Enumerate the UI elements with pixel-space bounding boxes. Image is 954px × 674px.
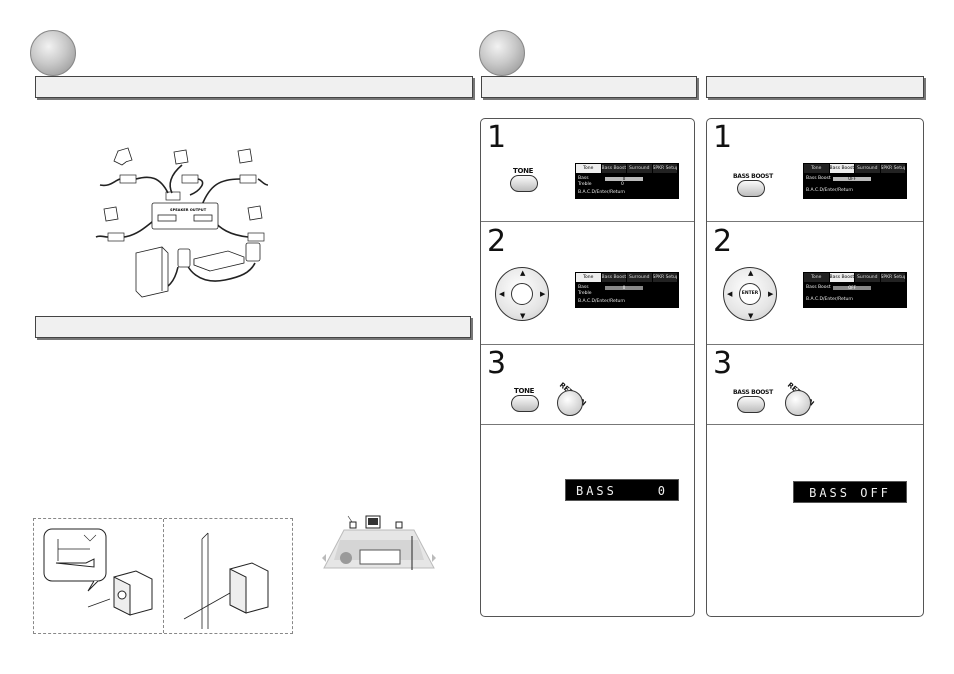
arrow-down-icon[interactable]: ▼ <box>748 312 754 320</box>
wall-mounting-illustration <box>33 518 293 634</box>
arrow-down-icon[interactable]: ▼ <box>520 312 526 320</box>
tone-button-label: TONE <box>514 387 535 395</box>
cursor-pad[interactable]: ▲ ▼ ◀ ▶ <box>495 267 549 321</box>
cursor-pad-center[interactable] <box>511 283 533 305</box>
front-display-bass: BASS 0 <box>565 479 679 501</box>
osd-tab-bass-boost: Bass Boost <box>829 164 855 173</box>
enter-button-label: ENTER <box>741 291 759 296</box>
section-circle-right <box>479 30 525 76</box>
osd-tab-spkr-setup: SPKR Setup <box>652 273 678 282</box>
speaker-front-left-icon <box>113 147 133 166</box>
speaker-output-panel <box>151 202 219 230</box>
osd-bass-value: 0 <box>605 177 643 181</box>
header-bar-tone <box>481 76 697 98</box>
tone-step-3-number: 3 <box>487 346 507 381</box>
bass-boost-steps-panel: 1 BASS BOOST Tone Bass Boost Surround SP… <box>706 118 924 617</box>
room-placement-illustration <box>322 515 436 570</box>
osd-footer: B.A.C.D/Enter/Return <box>578 190 626 195</box>
screw-and-speaker-drawing <box>43 528 269 629</box>
bass-boost-button[interactable] <box>737 180 765 197</box>
speaker-connection-diagram: SPEAKER OUTPUT <box>95 147 269 298</box>
tone-step-1-number: 1 <box>487 120 507 155</box>
osd-tab-bass-boost: Bass Boost <box>829 273 855 282</box>
osd-tab-spkr-setup: SPKR Setup <box>652 164 678 173</box>
tone-step-2-number: 2 <box>487 224 507 259</box>
osd-treble-row: Treble <box>578 291 592 296</box>
bass-boost-osd-screen-step2: Tone Bass Boost Surround SPKR Setup Bass… <box>803 272 907 308</box>
speaker-output-label: SPEAKER OUTPUT <box>170 208 207 212</box>
arrow-left-icon[interactable]: ◀ <box>499 290 505 298</box>
osd-tab-surround: Surround <box>855 164 881 173</box>
bass-boost-step-1-number: 1 <box>713 120 733 155</box>
osd-tab-spkr-setup: SPKR Setup <box>880 273 906 282</box>
osd-bass-boost-value: OFF <box>833 177 871 181</box>
speaker-surround-left-icon <box>103 206 119 222</box>
tone-button[interactable] <box>510 175 538 192</box>
tone-osd-screen-step1: Tone Bass Boost Surround SPKR Setup Bass… <box>575 163 679 199</box>
bass-boost-button-label: BASS BOOST <box>733 173 773 180</box>
osd-treble-row: Treble <box>578 182 592 187</box>
arrow-left-icon[interactable]: ◀ <box>727 290 733 298</box>
subwoofer-icon <box>135 246 169 298</box>
header-bar-speaker-placement <box>35 316 471 338</box>
osd-treble-value: 0 <box>621 182 624 187</box>
bass-boost-button[interactable] <box>737 396 765 413</box>
tone-button[interactable] <box>511 395 539 412</box>
osd-bass-row: Bass <box>578 285 589 290</box>
osd-tab-bass-boost: Bass Boost <box>601 164 627 173</box>
mounting-divider <box>163 519 164 633</box>
bass-boost-step-3-number: 3 <box>713 346 733 381</box>
bass-boost-button-label: BASS BOOST <box>733 389 773 396</box>
osd-bass-value: 0 <box>605 286 643 290</box>
arrow-up-icon[interactable]: ▲ <box>748 269 754 277</box>
arrow-right-icon[interactable]: ▶ <box>768 290 774 298</box>
front-display-bass-boost: BASS OFF <box>793 481 907 503</box>
header-bar-bass-boost <box>706 76 924 98</box>
return-button[interactable] <box>785 390 811 416</box>
enter-pad[interactable]: ENTER ▲ ▼ ◀ ▶ <box>723 267 777 321</box>
speaker-surround-right-icon <box>247 205 263 221</box>
bass-boost-osd-screen-step1: Tone Bass Boost Surround SPKR Setup Bass… <box>803 163 907 199</box>
osd-tab-surround: Surround <box>855 273 881 282</box>
osd-tab-tone: Tone <box>576 164 602 173</box>
osd-footer: B.A.C.D/Enter/Return <box>806 188 854 193</box>
player-unit-icon <box>193 250 245 272</box>
osd-tab-spkr-setup: SPKR Setup <box>880 164 906 173</box>
osd-bass-boost-value: OFF <box>833 286 871 290</box>
tone-osd-screen-step2: Tone Bass Boost Surround SPKR Setup Bass… <box>575 272 679 308</box>
speaker-front-right-icon <box>237 148 253 164</box>
osd-tab-surround: Surround <box>627 164 653 173</box>
osd-tab-bass-boost: Bass Boost <box>601 273 627 282</box>
osd-tab-tone: Tone <box>804 273 830 282</box>
osd-bass-row: Bass <box>578 176 589 181</box>
arrow-right-icon[interactable]: ▶ <box>540 290 546 298</box>
osd-bass-boost-row: Bass Boost <box>806 285 831 290</box>
header-bar-connections <box>35 76 473 98</box>
section-circle-left <box>30 30 76 76</box>
osd-footer: B.A.C.D/Enter/Return <box>578 299 626 304</box>
speaker-center-icon <box>173 149 189 165</box>
arrow-up-icon[interactable]: ▲ <box>520 269 526 277</box>
osd-bass-boost-row: Bass Boost <box>806 176 831 181</box>
tone-button-label: TONE <box>513 167 534 175</box>
enter-button[interactable]: ENTER <box>739 283 761 305</box>
osd-tab-tone: Tone <box>804 164 830 173</box>
tone-steps-panel: 1 TONE Tone Bass Boost Surround SPKR Set… <box>480 118 695 617</box>
plug-icon <box>177 248 191 268</box>
power-plug-icon <box>245 242 261 262</box>
bass-boost-step-2-number: 2 <box>713 224 733 259</box>
osd-tab-tone: Tone <box>576 273 602 282</box>
osd-tab-surround: Surround <box>627 273 653 282</box>
osd-footer: B.A.C.D/Enter/Return <box>806 297 854 302</box>
return-button[interactable] <box>557 390 583 416</box>
